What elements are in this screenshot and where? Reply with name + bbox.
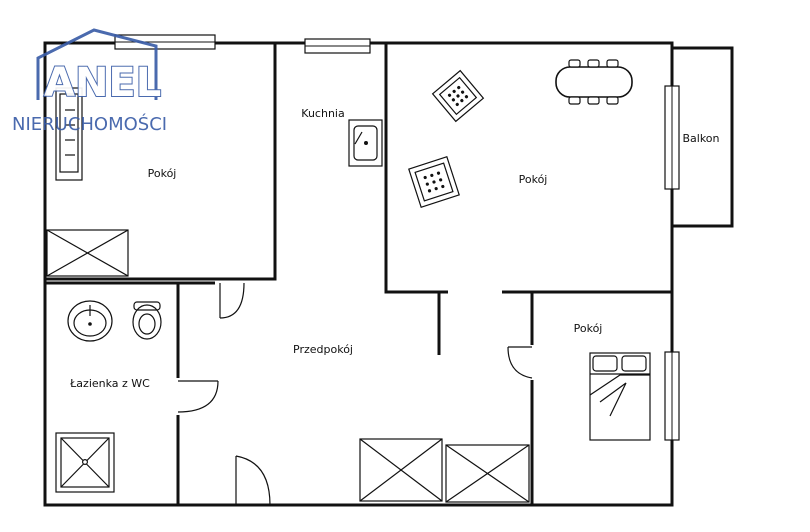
doors xyxy=(177,282,533,506)
door-icon xyxy=(235,455,271,506)
interior-walls xyxy=(45,43,734,505)
wardrobe-icon xyxy=(359,438,443,502)
armchair-icon xyxy=(431,69,485,123)
sink-icon xyxy=(348,119,383,167)
door-icon xyxy=(219,282,245,319)
shower-tray-icon xyxy=(55,432,115,493)
outer-walls xyxy=(43,41,674,507)
house-roof-icon xyxy=(36,28,158,100)
logo-subtitle: NIERUCHOMOŚCI xyxy=(12,113,167,135)
bed-icon xyxy=(589,352,651,441)
washbasin-icon xyxy=(67,300,113,342)
room-label-hallway: Przedpokój xyxy=(293,343,353,356)
toilet-icon xyxy=(132,301,162,340)
armchair-icon xyxy=(408,156,460,208)
windows xyxy=(114,34,680,441)
room-label-bathroom: Łazienka z WC xyxy=(69,377,150,390)
wardrobe-icon xyxy=(46,229,129,277)
room-label-small: Pokój xyxy=(574,322,603,335)
radiator-icon xyxy=(55,87,83,181)
room-label-main: Pokój xyxy=(519,173,548,186)
room-label-balcony: Balkon xyxy=(682,132,719,145)
door-icon xyxy=(177,380,219,413)
company-logo: ANEL NIERUCHOMOŚCI xyxy=(12,28,167,135)
wardrobe-icon xyxy=(445,444,530,503)
dining-table-icon xyxy=(555,59,633,105)
room-label-kitchen: Kuchnia xyxy=(301,107,344,120)
room-label-left: Pokój xyxy=(148,167,177,180)
door-icon xyxy=(507,346,533,379)
logo-brand: ANEL xyxy=(44,60,161,106)
